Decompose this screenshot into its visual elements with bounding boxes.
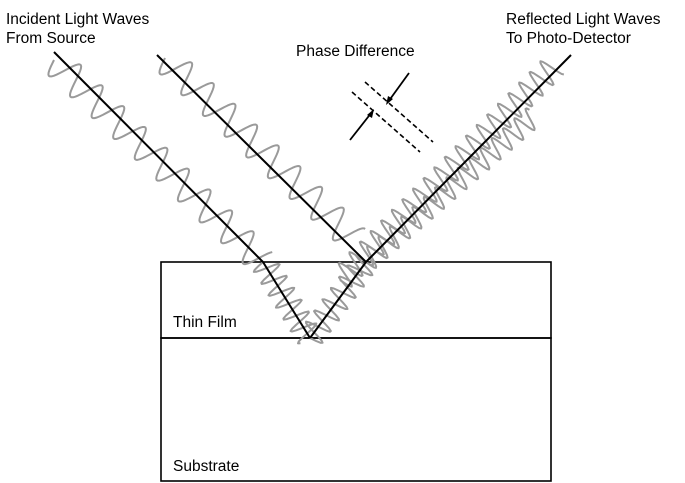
reflected-light-label-line2: To Photo-Detector [506, 30, 631, 47]
reflected-wave-2 [365, 107, 536, 269]
reflected-ray [365, 54, 572, 263]
incident-ray-2 [156, 54, 367, 263]
incident-light-label-line2: From Source [6, 30, 96, 47]
incident-ray-1 [53, 51, 264, 263]
phase-difference-label: Phase Difference [296, 43, 415, 60]
phase-arrowhead-upper [386, 96, 393, 105]
phase-dashed-line-upper [364, 81, 434, 143]
incident-wave-2 [158, 57, 366, 242]
incident-light-label: Incident Light Waves From Source [6, 10, 149, 48]
substrate-layer [160, 337, 552, 482]
substrate-label: Substrate [173, 458, 240, 475]
refracted-wave-out [305, 254, 374, 344]
incident-wave-1 [47, 59, 273, 266]
phase-dashed-line-lower [351, 91, 421, 153]
reflected-light-label-line1: Reflected Light Waves [506, 11, 661, 28]
light-waves [47, 57, 565, 345]
incident-light-label-line1: Incident Light Waves [6, 11, 150, 28]
light-rays [53, 51, 572, 339]
refracted-ray-down [262, 261, 311, 339]
phase-arrow-lower [349, 111, 373, 141]
phase-difference-marker [349, 72, 434, 153]
thin-film-label: Thin Film [173, 314, 237, 331]
phase-arrow-upper [387, 72, 410, 103]
reflected-light-label: Reflected Light Waves To Photo-Detector [506, 10, 661, 48]
phase-arrowhead-lower [367, 109, 374, 118]
reflected-wave-1 [337, 60, 565, 288]
refracted-wave-in [252, 261, 318, 345]
refracted-ray-up [309, 261, 367, 339]
